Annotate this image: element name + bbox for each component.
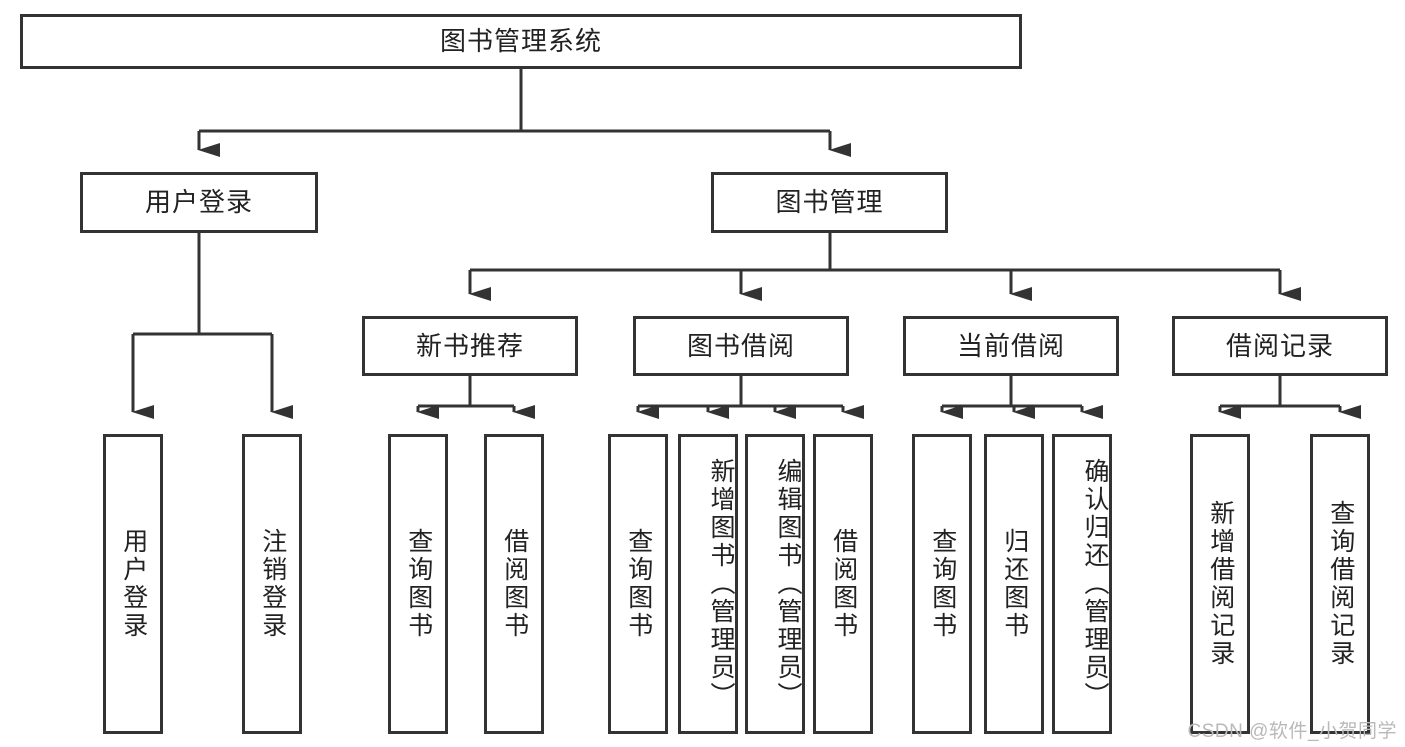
node-label: 图书借阅 [686, 330, 795, 361]
leaf-borrow-book-recommend[interactable]: 借阅图书 [484, 434, 544, 734]
node-label: 图书管理 [775, 187, 884, 218]
edge-root-to-level2 [197, 69, 851, 157]
edge-newbook-to-leaves [416, 376, 535, 419]
leaf-query-borrow-record[interactable]: 查询借阅记录 [1310, 434, 1370, 734]
node-label: 借阅记录 [1225, 330, 1334, 361]
node-label: 用户登录 [144, 187, 253, 218]
leaf-query-book-borrow[interactable]: 查询图书 [608, 434, 668, 734]
leaf-query-book-current[interactable]: 查询图书 [912, 434, 972, 734]
node-label: 图书管理系统 [439, 26, 602, 57]
node-label: 查询图书 [624, 528, 653, 640]
node-current-borrow[interactable]: 当前借阅 [903, 316, 1119, 376]
edge-borrow-to-leaves [636, 376, 864, 419]
leaf-add-book-admin[interactable]: 新增图书（管理员） [678, 434, 738, 734]
node-label: 归还图书 [1000, 528, 1029, 640]
node-label: 借阅图书 [829, 528, 858, 640]
edge-userlogin-to-leaves [131, 233, 293, 419]
leaf-logout-login[interactable]: 注销登录 [242, 434, 302, 734]
node-label: 借阅图书 [500, 528, 529, 640]
node-label: 查询图书 [928, 528, 957, 640]
edge-current-to-leaves [940, 376, 1103, 419]
node-label: 新书推荐 [415, 330, 524, 361]
node-user-login[interactable]: 用户登录 [80, 172, 318, 233]
node-label: 查询借阅记录 [1326, 500, 1355, 668]
edge-records-to-leaves [1218, 376, 1361, 419]
leaf-query-book-recommend[interactable]: 查询图书 [388, 434, 448, 734]
node-label: 新增借阅记录 [1206, 500, 1235, 668]
node-book-management[interactable]: 图书管理 [711, 172, 948, 233]
leaf-edit-book-admin[interactable]: 编辑图书（管理员） [745, 434, 805, 734]
node-book-borrow[interactable]: 图书借阅 [633, 316, 849, 376]
node-new-book-recommend[interactable]: 新书推荐 [362, 316, 578, 376]
node-label: 注销登录 [258, 528, 287, 640]
node-label: 用户登录 [119, 528, 148, 640]
edge-booksmgmt-to-level3 [468, 233, 1301, 301]
leaf-return-book[interactable]: 归还图书 [984, 434, 1044, 734]
node-root-system[interactable]: 图书管理系统 [20, 14, 1022, 69]
leaf-borrow-book[interactable]: 借阅图书 [813, 434, 873, 734]
node-label: 查询图书 [404, 528, 433, 640]
leaf-confirm-return-admin[interactable]: 确认归还（管理员） [1052, 434, 1112, 734]
watermark-text: CSDN @软件_小贺同学 [1187, 721, 1397, 742]
node-label: 新增图书（管理员） [707, 458, 735, 710]
node-borrow-records[interactable]: 借阅记录 [1172, 316, 1388, 376]
node-label: 编辑图书（管理员） [774, 458, 802, 710]
leaf-add-borrow-record[interactable]: 新增借阅记录 [1190, 434, 1250, 734]
node-label: 当前借阅 [956, 330, 1065, 361]
leaf-user-login[interactable]: 用户登录 [103, 434, 163, 734]
node-label: 确认归还（管理员） [1081, 458, 1109, 710]
